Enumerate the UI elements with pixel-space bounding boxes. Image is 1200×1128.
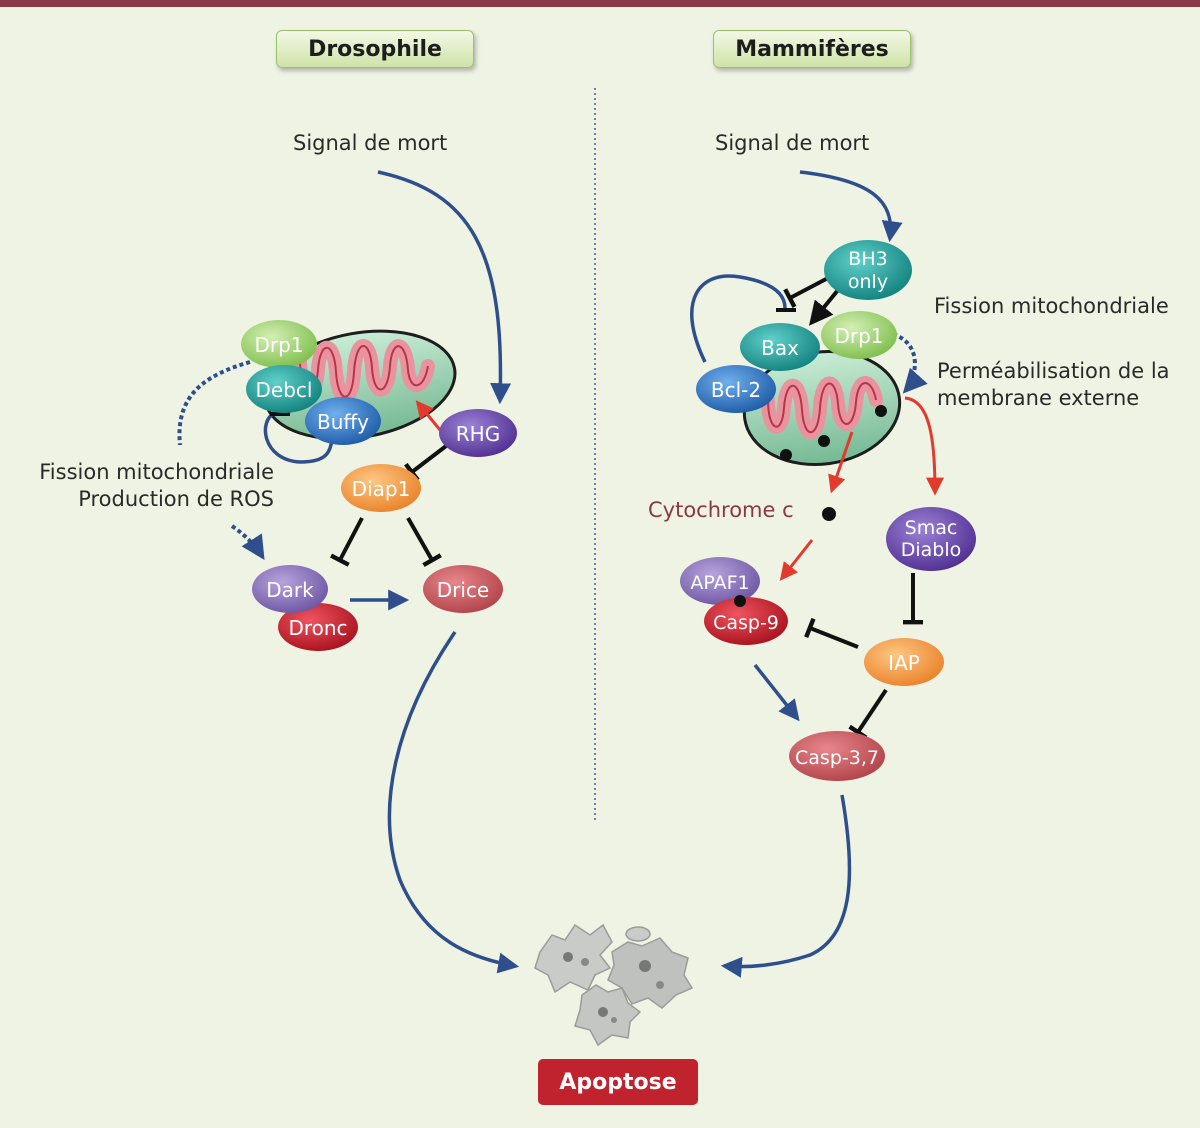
protein-rhg: RHG [439,409,517,457]
protein-bh3-only: BH3 only [824,240,912,300]
bh3-inhibits-bcl2 [783,276,829,308]
svg-text:Smac: Smac [905,517,958,539]
label-membrane-externe: membrane externe [937,386,1140,410]
drice-to-apoptosis-arrow [387,631,520,974]
svg-text:only: only [848,271,888,293]
diap1-inhibits-drice [406,517,442,568]
diap1-inhibits-dark [330,517,364,567]
signal-to-bh3-arrow [799,170,903,243]
buffy-debcl-loop [263,411,335,464]
protein-debcl: Debcl [246,365,322,413]
svg-text:Drp1: Drp1 [834,324,883,348]
protein-buffy: Buffy [305,397,381,445]
header-drosophile: Drosophile [276,30,474,68]
signal-to-rhg-arrow [377,170,512,405]
header-mammiferes: Mammifères [713,30,911,68]
drp1-dashed-arrow [892,332,928,394]
bcl2-bax-loop [690,274,787,363]
ros-to-dark-arrow [230,524,265,561]
svg-text:Diap1: Diap1 [352,477,411,501]
cytochrome-to-apaf1-arrow [779,539,814,581]
svg-text:Drice: Drice [437,578,489,602]
protein-bcl2: Bcl-2 [696,365,776,413]
svg-text:IAP: IAP [888,651,920,675]
rhg-to-mito-arrow [415,400,442,431]
svg-text:Bcl-2: Bcl-2 [711,378,761,402]
casp37-to-apoptosis-arrow [720,794,852,978]
top-border [0,0,1200,7]
mito-to-cytochrome-arrow [828,431,854,494]
svg-text:Buffy: Buffy [317,410,369,434]
svg-text:Diablo: Diablo [901,539,962,561]
drp1-dashed-line [177,360,251,446]
svg-text:RHG: RHG [456,422,500,446]
protein-casp9: Casp-9 [704,597,788,645]
svg-text:Casp-9: Casp-9 [713,612,779,634]
label-signal-de-mort-right: Signal de mort [715,131,870,155]
mitochondrion-right [742,349,902,467]
protein-iap: IAP [864,638,944,686]
label-fission-left: Fission mitochondriale [39,460,274,484]
apoptose-label: Apoptose [538,1059,698,1105]
svg-text:Dark: Dark [266,578,314,602]
protein-smac-diablo: Smac Diablo [886,507,976,571]
svg-text:Drp1: Drp1 [254,333,303,357]
bh3-to-bax-arrow [808,288,840,326]
svg-text:Bax: Bax [761,336,799,360]
protein-drp1-right: Drp1 [821,311,897,359]
cytochrome-c-dot [822,507,836,521]
apoptotic-cells-image [534,923,694,1047]
protein-drice: Drice [423,565,503,613]
iap-inhibits-casp9 [804,617,859,649]
svg-text:BH3: BH3 [848,248,887,270]
protein-casp37: Casp-3,7 [789,731,885,781]
protein-diap1: Diap1 [341,464,421,512]
svg-text:Dronc: Dronc [288,616,347,640]
protein-bax: Bax [740,323,820,371]
protein-dark: Dark [252,565,328,613]
mito-to-smac-arrow [904,396,944,496]
protein-drp1-left: Drp1 [241,320,317,368]
label-permeabilisation: Perméabilisation de la [937,359,1170,383]
svg-text:Debcl: Debcl [256,378,313,402]
label-cytochrome-c: Cytochrome c [648,498,794,522]
label-ros-left: Production de ROS [78,487,274,511]
svg-text:APAF1: APAF1 [690,572,749,594]
casp9-to-casp37-arrow [753,663,800,722]
rhg-inhibits-diap1 [404,441,452,482]
protein-dronc: Dronc [278,603,358,651]
svg-text:Casp-3,7: Casp-3,7 [795,747,879,769]
apaf1-cytochrome-dot [734,595,746,607]
protein-apaf1: APAF1 [680,557,760,605]
iap-inhibits-casp37 [848,688,888,740]
label-fission-right: Fission mitochondriale [934,294,1169,318]
label-signal-de-mort-left: Signal de mort [293,131,448,155]
